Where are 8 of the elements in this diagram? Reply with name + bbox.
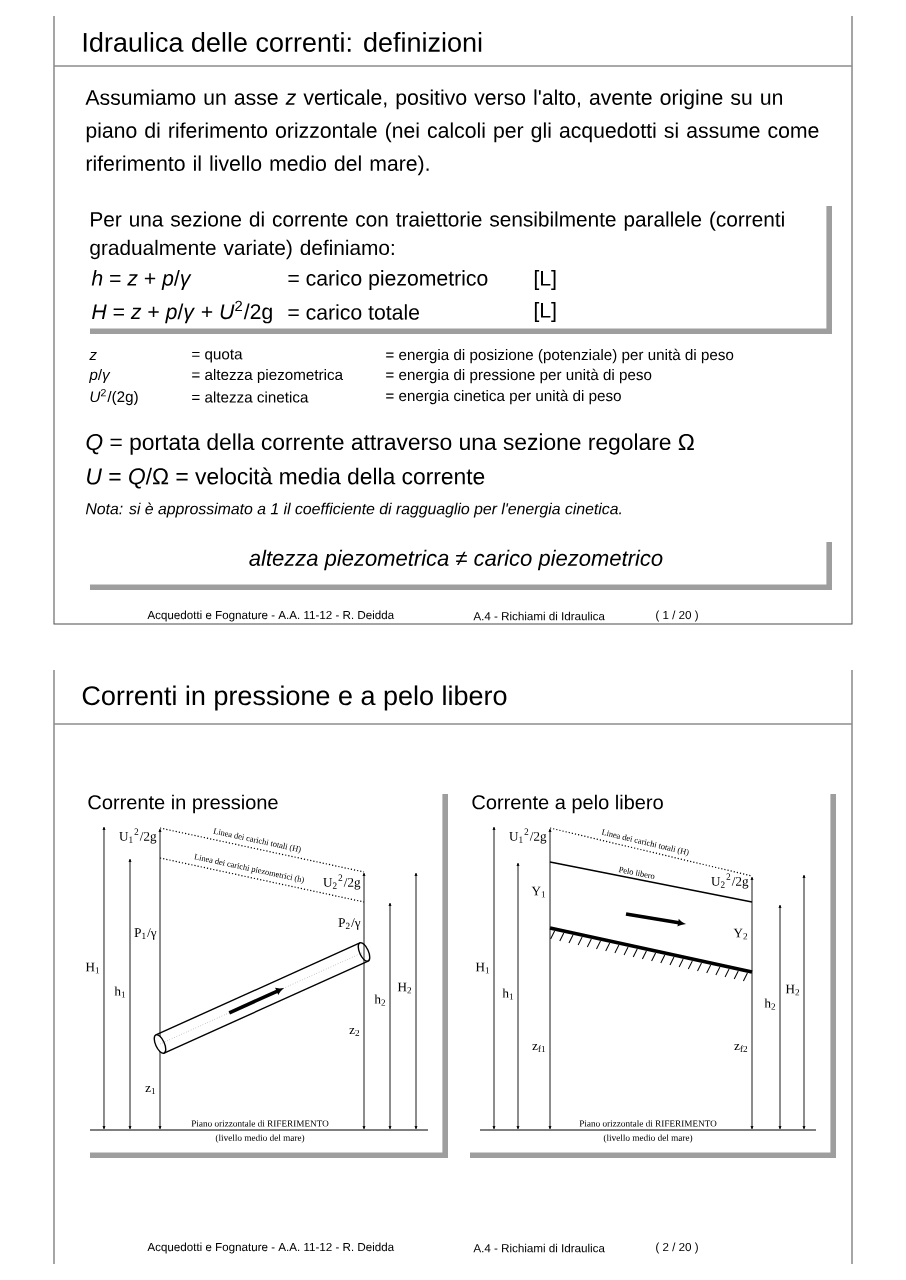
panel-heading: Corrente in pressione xyxy=(88,794,278,814)
paragraph: Assumiamo un asse z verticale, positivo verso l'alto, avente origine su un piano di riferimento orizzontale (nei calcoli per gli acquedotti si assume come riferimento il livello medio del mare). xyxy=(85,89,819,176)
panel-heading: Corrente a pelo libero xyxy=(472,794,663,814)
text-line: Q = portata della corrente attraverso una sezione regolare Ω xyxy=(86,433,694,455)
slide-title: Correnti in pressione e a pelo libero xyxy=(82,685,507,711)
slide-title: Idraulica delle correnti: definizioni xyxy=(83,32,482,52)
highlight-text: altezza piezometrica ≠ carico piezometrico xyxy=(249,549,663,571)
text-line: U = Q/Ω = velocità media della corrente xyxy=(87,467,485,489)
